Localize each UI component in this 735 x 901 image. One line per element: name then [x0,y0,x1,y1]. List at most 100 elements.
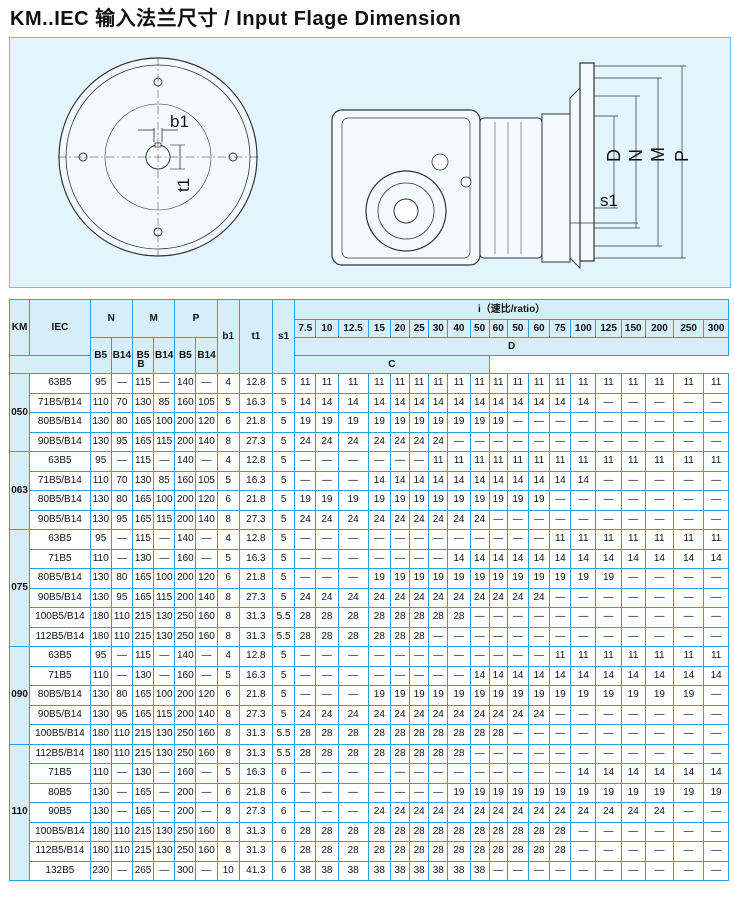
table-cell: 28 [409,724,430,745]
table-cell: 160 [174,665,197,686]
table-cell: 200 [174,704,197,725]
table-cell: 19 [595,782,622,803]
table-cell: 11 [570,373,597,394]
table-cell: — [673,802,705,823]
table-cell: 24 [315,431,339,452]
table-cell: 14 [644,763,675,784]
table-cell: 4 [216,373,240,394]
table-cell: 19 [428,685,449,706]
table-cell: 215 [131,724,155,745]
table-cell: — [488,626,508,647]
table-cell: — [447,431,471,452]
table-cell: — [294,548,317,569]
table-cell: 11 [506,373,529,394]
table-cell: 130 [89,490,112,511]
table-cell: — [527,509,551,530]
table-cell: 19 [367,412,391,433]
table-cell: 130 [89,568,112,589]
table-cell: 165 [131,704,155,725]
table-cell: 11 [549,373,572,394]
table-cell: 27.3 [238,509,274,530]
table-cell: 24 [595,802,622,823]
table-cell: 28 [428,724,449,745]
table-cell: — [620,392,646,413]
table-cell: 24 [337,431,369,452]
table-cell: — [315,451,339,472]
table-cell: 11 [527,373,551,394]
header-b: B [8,355,274,374]
ratio-header-cell: 25 [409,319,430,338]
table-cell: 24 [506,704,529,725]
table-cell: — [595,392,622,413]
table-cell: — [153,763,176,784]
table-cell: 24 [389,587,411,608]
table-cell: 14 [447,548,471,569]
table-cell: — [549,704,572,725]
table-cell: 95 [89,646,112,667]
table-cell: 6 [216,412,240,433]
table-cell: 14 [673,665,705,686]
table-cell: — [488,509,508,530]
table-cell: — [110,782,133,803]
table-cell: — [549,490,572,511]
table-cell: 5.5 [272,724,296,745]
table-cell: — [389,782,411,803]
table-cell: 19 [409,412,430,433]
table-cell: 38 [409,860,430,881]
table-cell: — [315,763,339,784]
table-cell: — [488,860,508,881]
table-cell: 6 [216,568,240,589]
table-cell: 80 [110,490,133,511]
dim-label-M: M [648,147,668,162]
table-cell: 24 [337,704,369,725]
table-cell: — [595,431,622,452]
table-cell: 19 [428,412,449,433]
ratio-header-cell: 50 [469,319,490,338]
table-cell: 130 [89,431,112,452]
table-cell: — [153,529,176,550]
table-cell: 160 [195,724,218,745]
table-cell: 11 [673,646,705,667]
table-cell: — [506,626,529,647]
table-cell: — [367,529,391,550]
table-cell: 14 [294,392,317,413]
table-cell: — [506,529,529,550]
table-cell: 160 [195,821,218,842]
table-cell: 14 [644,665,675,686]
table-cell: 24 [337,587,369,608]
ratio-header-cell: 30 [428,319,449,338]
table-cell: 14 [620,763,646,784]
ratio-header-cell: 20 [389,319,411,338]
table-cell: 24 [389,704,411,725]
km-size-cell: 090 [8,646,31,745]
table-cell: 140 [174,529,197,550]
table-cell: 11 [294,373,317,394]
table-cell: — [703,743,729,764]
table-cell: — [595,743,622,764]
table-cell: 165 [131,802,155,823]
table-cell: 28 [315,626,339,647]
table-cell: 85 [153,470,176,491]
table-cell: — [294,646,317,667]
table-cell: 11 [469,373,490,394]
table-cell: 5.5 [272,626,296,647]
table-cell: 24 [367,587,391,608]
table-cell: 8 [216,607,240,628]
table-cell: 180 [89,743,112,764]
header-ratio: i（速比/ratio） [294,299,729,320]
table-cell: 19 [447,412,471,433]
table-cell: — [570,431,597,452]
iec-cell: 90B5/B14 [29,587,91,608]
table-cell: 27.3 [238,802,274,823]
table-cell: — [549,607,572,628]
table-cell: 130 [131,763,155,784]
table-cell: 110 [89,392,112,413]
ratio-header-cell: 12.5 [337,319,369,338]
table-cell: 28 [294,743,317,764]
table-cell: 95 [110,704,133,725]
table-cell: — [703,724,729,745]
table-cell: — [527,743,551,764]
